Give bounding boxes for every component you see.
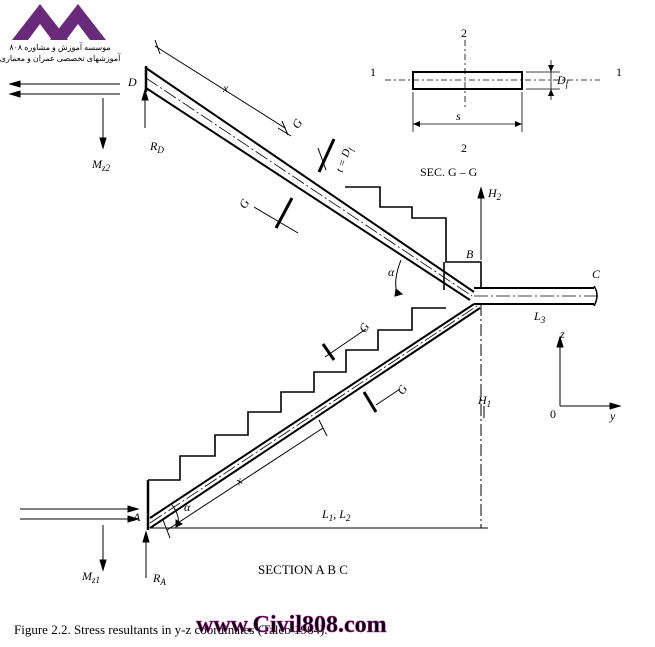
- lower-flight: [146, 303, 481, 530]
- label-d: D: [127, 75, 137, 89]
- section-gg: [385, 40, 600, 132]
- logo: موسسه آموزش و مشاوره ۸۰۸ آموزشهای تخصصی …: [0, 4, 121, 63]
- reactions-d: [8, 80, 149, 150]
- thickness-marker: [317, 147, 327, 171]
- dimension-x-upper: [154, 39, 289, 136]
- label-l1-l2: L1, L2: [321, 507, 351, 523]
- figure-caption: Figure 2.2. Stress resultants in y-z coo…: [14, 622, 328, 637]
- lower-steps: [148, 307, 446, 481]
- coordinate-axes: [556, 335, 622, 410]
- gg-axis2-top: 2: [461, 26, 467, 40]
- gg-axis1-left: 1: [370, 65, 376, 79]
- label-a: A: [132, 510, 141, 524]
- angle-arcs: [171, 259, 404, 528]
- gg-axis1-right: 1: [616, 65, 622, 79]
- label-g-low2: G: [394, 382, 411, 397]
- section-title: SECTION A B C: [258, 562, 348, 577]
- gg-title: SEC. G – G: [420, 165, 478, 179]
- label-h2: H2: [487, 186, 502, 202]
- watermark-site: www.Civil808.com: [196, 612, 387, 638]
- label-alpha-upper: α: [388, 265, 395, 279]
- reactions-a: [20, 505, 150, 578]
- label-rd: RD: [149, 139, 164, 155]
- label-ra: RA: [152, 571, 166, 587]
- label-l3: L3: [533, 309, 546, 325]
- cut-lines: [253, 127, 401, 413]
- label-h1: H1: [477, 393, 491, 409]
- upper-flight: [144, 66, 482, 301]
- gg-axis2-bottom: 2: [461, 141, 467, 155]
- label-g-low1: G: [356, 320, 373, 335]
- logo-mark-left: [12, 4, 68, 40]
- label-t-df: t = Df: [334, 144, 357, 175]
- label-alpha-lower: α: [184, 500, 191, 514]
- upper-steps: [345, 186, 482, 288]
- logo-line-1: موسسه آموزش و مشاوره ۸۰۸: [9, 42, 110, 52]
- label-x-upper: x: [222, 81, 229, 95]
- label-y: y: [609, 409, 616, 423]
- logo-mark-right: [50, 4, 106, 40]
- h2-arrow: [477, 186, 485, 260]
- gg-s: s: [456, 109, 461, 123]
- logo-line-2: آموزشهای تخصصی عمران و معماری: [0, 53, 121, 63]
- label-origin: 0: [550, 407, 556, 421]
- label-b: B: [466, 247, 474, 261]
- labels: D RD Mz2 x G t = Df G H2 B C α L3 G G H1…: [14, 26, 622, 637]
- label-z: z: [559, 327, 565, 341]
- reference-lines: [150, 304, 488, 529]
- label-mz1: Mz1: [81, 569, 100, 585]
- label-g-top2: G: [236, 196, 253, 211]
- gg-df: Df: [556, 73, 570, 89]
- label-g-top1: G: [289, 116, 306, 131]
- label-c: C: [592, 267, 601, 281]
- label-mz2: Mz2: [91, 157, 111, 173]
- landing-bc: [474, 285, 600, 307]
- section-gg-plate: [412, 71, 523, 90]
- dimension-x-lower: [162, 419, 328, 539]
